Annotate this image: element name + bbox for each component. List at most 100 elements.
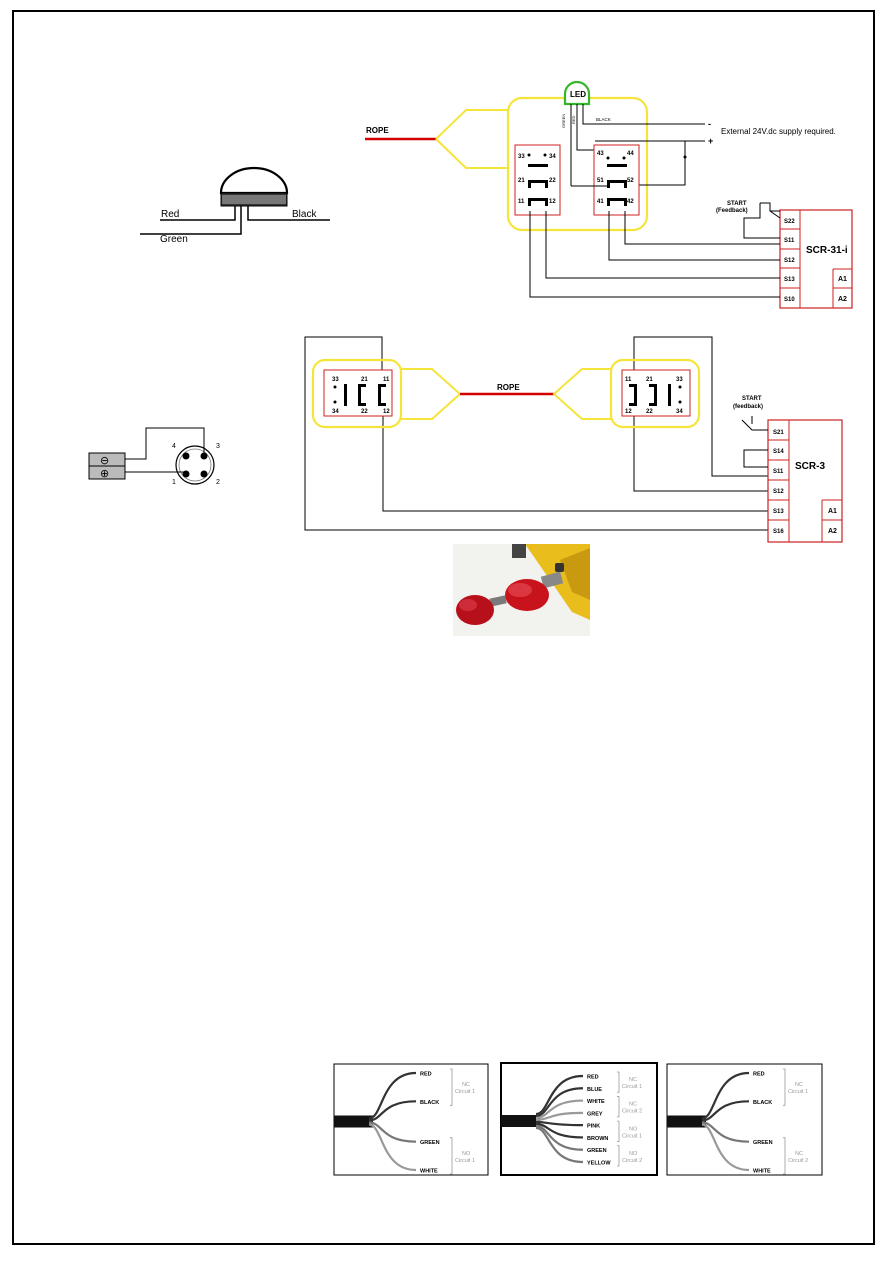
page-border: [12, 10, 875, 1245]
cable-note-type: NC: [462, 1082, 470, 1088]
wire-12-s12: [633, 408, 770, 492]
terminal-12: 12: [549, 199, 556, 205]
cable-wire-red: [701, 1071, 750, 1120]
cable-panel-2: REDBLUEWHITEGREYPINKBROWNGREENYELLOWNCCi…: [500, 1062, 658, 1176]
pin-label-1: 1: [172, 479, 176, 486]
wire-red: [160, 206, 236, 221]
start-label: START: [727, 201, 747, 207]
terminal-33: 33: [518, 154, 525, 160]
cable-wire-yellow: [535, 1126, 584, 1164]
terminal-43: 43: [597, 151, 604, 157]
rope-label: ROPE: [366, 126, 389, 135]
cable-wire-label: BROWN: [587, 1136, 608, 1142]
cable-wire-label: WHITE: [420, 1169, 438, 1175]
cable-wire-pink: [535, 1120, 584, 1127]
relay-terminal-a1: A1: [838, 276, 847, 283]
note-bracket: [783, 1137, 786, 1175]
cable-wire-label: RED: [587, 1075, 599, 1081]
red-button-small: [456, 595, 494, 625]
pin-label-3: 3: [216, 443, 220, 450]
switch-contact-block-right: [593, 144, 640, 216]
start-switch: [743, 202, 781, 239]
cable-wire-label: WHITE: [753, 1169, 771, 1175]
connector-face: [175, 445, 215, 485]
relay3-terminal-s14: S14: [773, 449, 784, 455]
relay-name: SCR-31-i: [806, 245, 848, 256]
relay-terminal-s12: S12: [784, 258, 795, 264]
cable-wire-white: [368, 1123, 417, 1172]
wire-11-s10: [529, 211, 780, 298]
cable-note-circuit: Circuit 1: [455, 1158, 475, 1164]
cable-note-circuit: Circuit 1: [622, 1084, 642, 1090]
wire-pin3: [125, 427, 205, 460]
right-terminal-22: 22: [646, 409, 653, 415]
bottom-circuit: 33 21 11 34 22 12 ROPE 11 21 33 12 22 34: [304, 336, 843, 543]
left-terminal-33: 33: [332, 377, 339, 383]
cable-wire-brown: [535, 1122, 584, 1139]
left-contact-symbols: [333, 384, 386, 406]
cable-wire-label: GREY: [587, 1111, 603, 1117]
led-wire-label-red: RED: [571, 115, 576, 124]
relay-scr3: [767, 419, 843, 543]
cable-note-type: NC: [629, 1077, 637, 1083]
cable-note-circuit: Circuit 2: [622, 1109, 642, 1115]
supply-junction: [683, 155, 687, 159]
relay-terminal-s22: S22: [784, 219, 795, 225]
cable-wire-white: [535, 1099, 584, 1120]
cable-wire-red: [535, 1074, 584, 1116]
feedback-label-bottom: (feedback): [733, 404, 763, 410]
wire-11-s11: [633, 336, 770, 477]
led-icon: [563, 80, 591, 106]
cable-wire-label: GREEN: [753, 1140, 773, 1146]
minus-symbol: ⊖: [100, 455, 109, 467]
plus-symbol: ⊕: [100, 468, 109, 480]
right-contact-symbols: [629, 384, 682, 406]
cable-wire-black: [701, 1100, 750, 1122]
cable-wire-label: BLUE: [587, 1087, 602, 1093]
relay3-terminal-a2: A2: [828, 528, 837, 535]
relay-terminal-s11: S11: [784, 238, 795, 244]
left-terminal-22: 22: [361, 409, 368, 415]
cable-wire-black: [368, 1100, 417, 1122]
cable-wire-green: [368, 1121, 417, 1143]
right-switch-enclosure: [609, 358, 701, 429]
pin-label-2: 2: [216, 479, 220, 486]
left-terminal-11: 11: [383, 377, 390, 383]
cable-wire-blue: [535, 1087, 584, 1118]
note-bracket: [617, 1096, 620, 1118]
pin-2: [200, 470, 208, 478]
cable-jacket: [501, 1115, 540, 1127]
connector-diagram: ⊖ ⊕ 4 3 1 2: [88, 427, 220, 486]
cable-note-circuit: Circuit 1: [788, 1089, 808, 1095]
cable-jacket: [667, 1115, 706, 1128]
terminal-51: 51: [597, 178, 604, 184]
cable-wire-grey: [535, 1111, 584, 1122]
note-bracket: [783, 1068, 786, 1106]
top-circuit: ROPE LED GREEN RED BLACK - + External 24…: [365, 80, 853, 309]
left-terminal-12: 12: [383, 409, 390, 415]
pin-4: [182, 452, 190, 460]
cable-wire-green: [535, 1124, 584, 1151]
cable-note-circuit: Circuit 2: [788, 1158, 808, 1164]
wire-green: [140, 206, 242, 235]
note-bracket: [450, 1068, 453, 1106]
cable-wire-label: YELLOW: [587, 1161, 611, 1167]
left-switch-enclosure: [311, 358, 403, 429]
start-label-bottom: START: [742, 396, 762, 402]
led-wire-black: [582, 104, 705, 125]
relay3-terminal-s11: S11: [773, 469, 784, 475]
cable-note-type: NO: [629, 1151, 638, 1157]
cable-note-circuit: Circuit 1: [622, 1133, 642, 1139]
lamp-dome: [219, 166, 289, 195]
note-bracket: [617, 1120, 620, 1142]
note-bracket: [617, 1145, 620, 1167]
relay3-name: SCR-3: [795, 461, 825, 472]
led-wire-label-green: GREEN: [561, 114, 566, 128]
terminal-22: 22: [549, 178, 556, 184]
led-wire-label-black: BLACK: [596, 117, 611, 122]
right-terminal-34: 34: [676, 409, 683, 415]
left-terminal-34: 34: [332, 409, 339, 415]
cable-wire-green: [701, 1121, 750, 1143]
